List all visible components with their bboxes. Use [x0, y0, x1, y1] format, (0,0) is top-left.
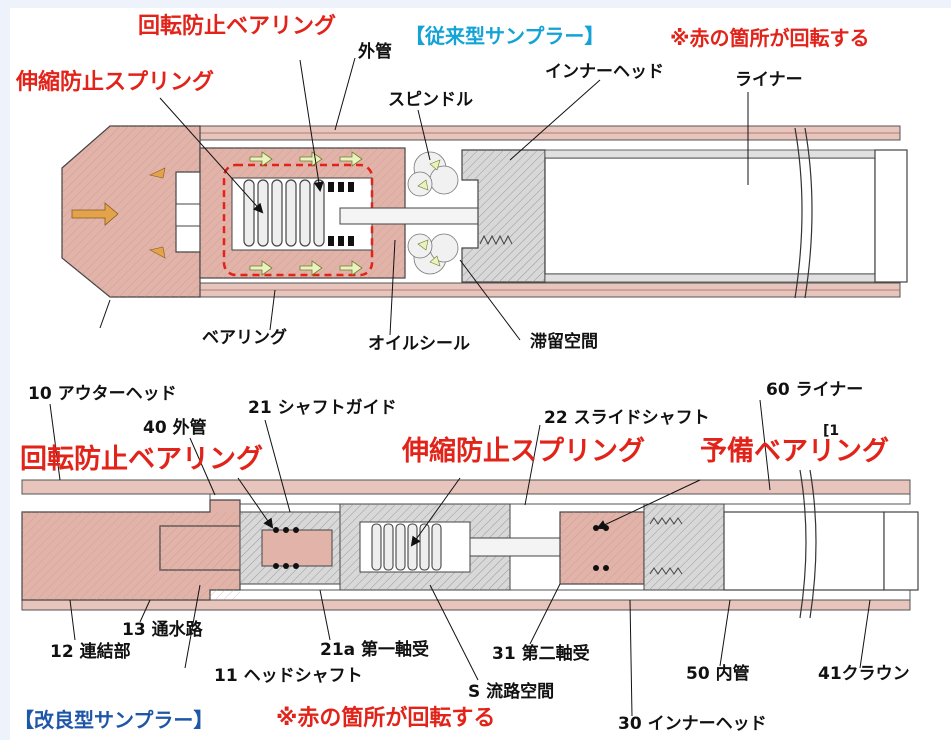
bottom-spring	[371, 523, 442, 571]
top-spindle-label: スピンドル	[388, 90, 473, 110]
bottom-slide-shaft-label: 22 スライドシャフト	[544, 408, 710, 428]
bottom-inner-tube-label: 50 内管	[686, 664, 750, 684]
top-stagnant-space-label: 滞留空間	[530, 332, 598, 352]
top-title: 【従来型サンプラー】	[405, 24, 605, 48]
bottom-inner-head-label: 30 インナーヘッド	[618, 714, 767, 734]
top-liner	[544, 157, 876, 275]
bottom-spare-bearing: 予備ベアリング	[700, 436, 889, 467]
bottom-flow-space-label: S 流路空間	[468, 682, 555, 702]
top-bearing-balls	[328, 182, 354, 246]
bottom-connection-label: 12 連結部	[50, 642, 131, 662]
top-outer-tube-label: 外管	[358, 42, 392, 62]
top-sampler	[61, 57, 908, 341]
bottom-liner-label: 60 ライナー	[766, 380, 864, 400]
bottom-head-shaft-label: 11 ヘッドシャフト	[214, 666, 363, 686]
bottom-outer-tube-lower	[209, 589, 911, 601]
bottom-shaft-guide-label: 21 シャフトガイド	[248, 398, 397, 418]
bottom-second-bearing-label: 31 第二軸受	[492, 644, 590, 664]
bottom-title: 【改良型サンプラー】	[14, 708, 214, 732]
top-note: ※赤の箇所が回転する	[670, 26, 870, 50]
bottom-sampler	[21, 399, 919, 717]
bottom-partial-label: [1	[823, 423, 840, 439]
bottom-crown-label: 41クラウン	[818, 664, 910, 684]
bottom-water-passage-label: 13 通水路	[122, 620, 203, 640]
top-liner-label: ライナー	[735, 70, 803, 90]
bottom-outer-head-label: 10 アウターヘッド	[28, 384, 177, 404]
bottom-outer-tube-upper	[209, 493, 911, 505]
bottom-note: ※赤の箇所が回転する	[276, 706, 496, 731]
bottom-anti-rotation-bearing: 回転防止ベアリング	[20, 444, 263, 475]
top-bearing-label: ベアリング	[202, 328, 287, 348]
bottom-first-bearing-label: 21a 第一軸受	[320, 640, 430, 660]
top-oil-seal-label: オイルシール	[368, 334, 470, 354]
top-anti-stretch-spring: 伸縮防止スプリング	[16, 70, 215, 95]
top-inner-head-label: インナーヘッド	[545, 62, 664, 82]
top-anti-rotation-bearing: 回転防止ベアリング	[138, 14, 337, 39]
bottom-anti-stretch-spring: 伸縮防止スプリング	[402, 436, 645, 467]
bottom-liner	[723, 511, 885, 591]
bottom-outer-tube-label: 40 外管	[143, 418, 207, 438]
